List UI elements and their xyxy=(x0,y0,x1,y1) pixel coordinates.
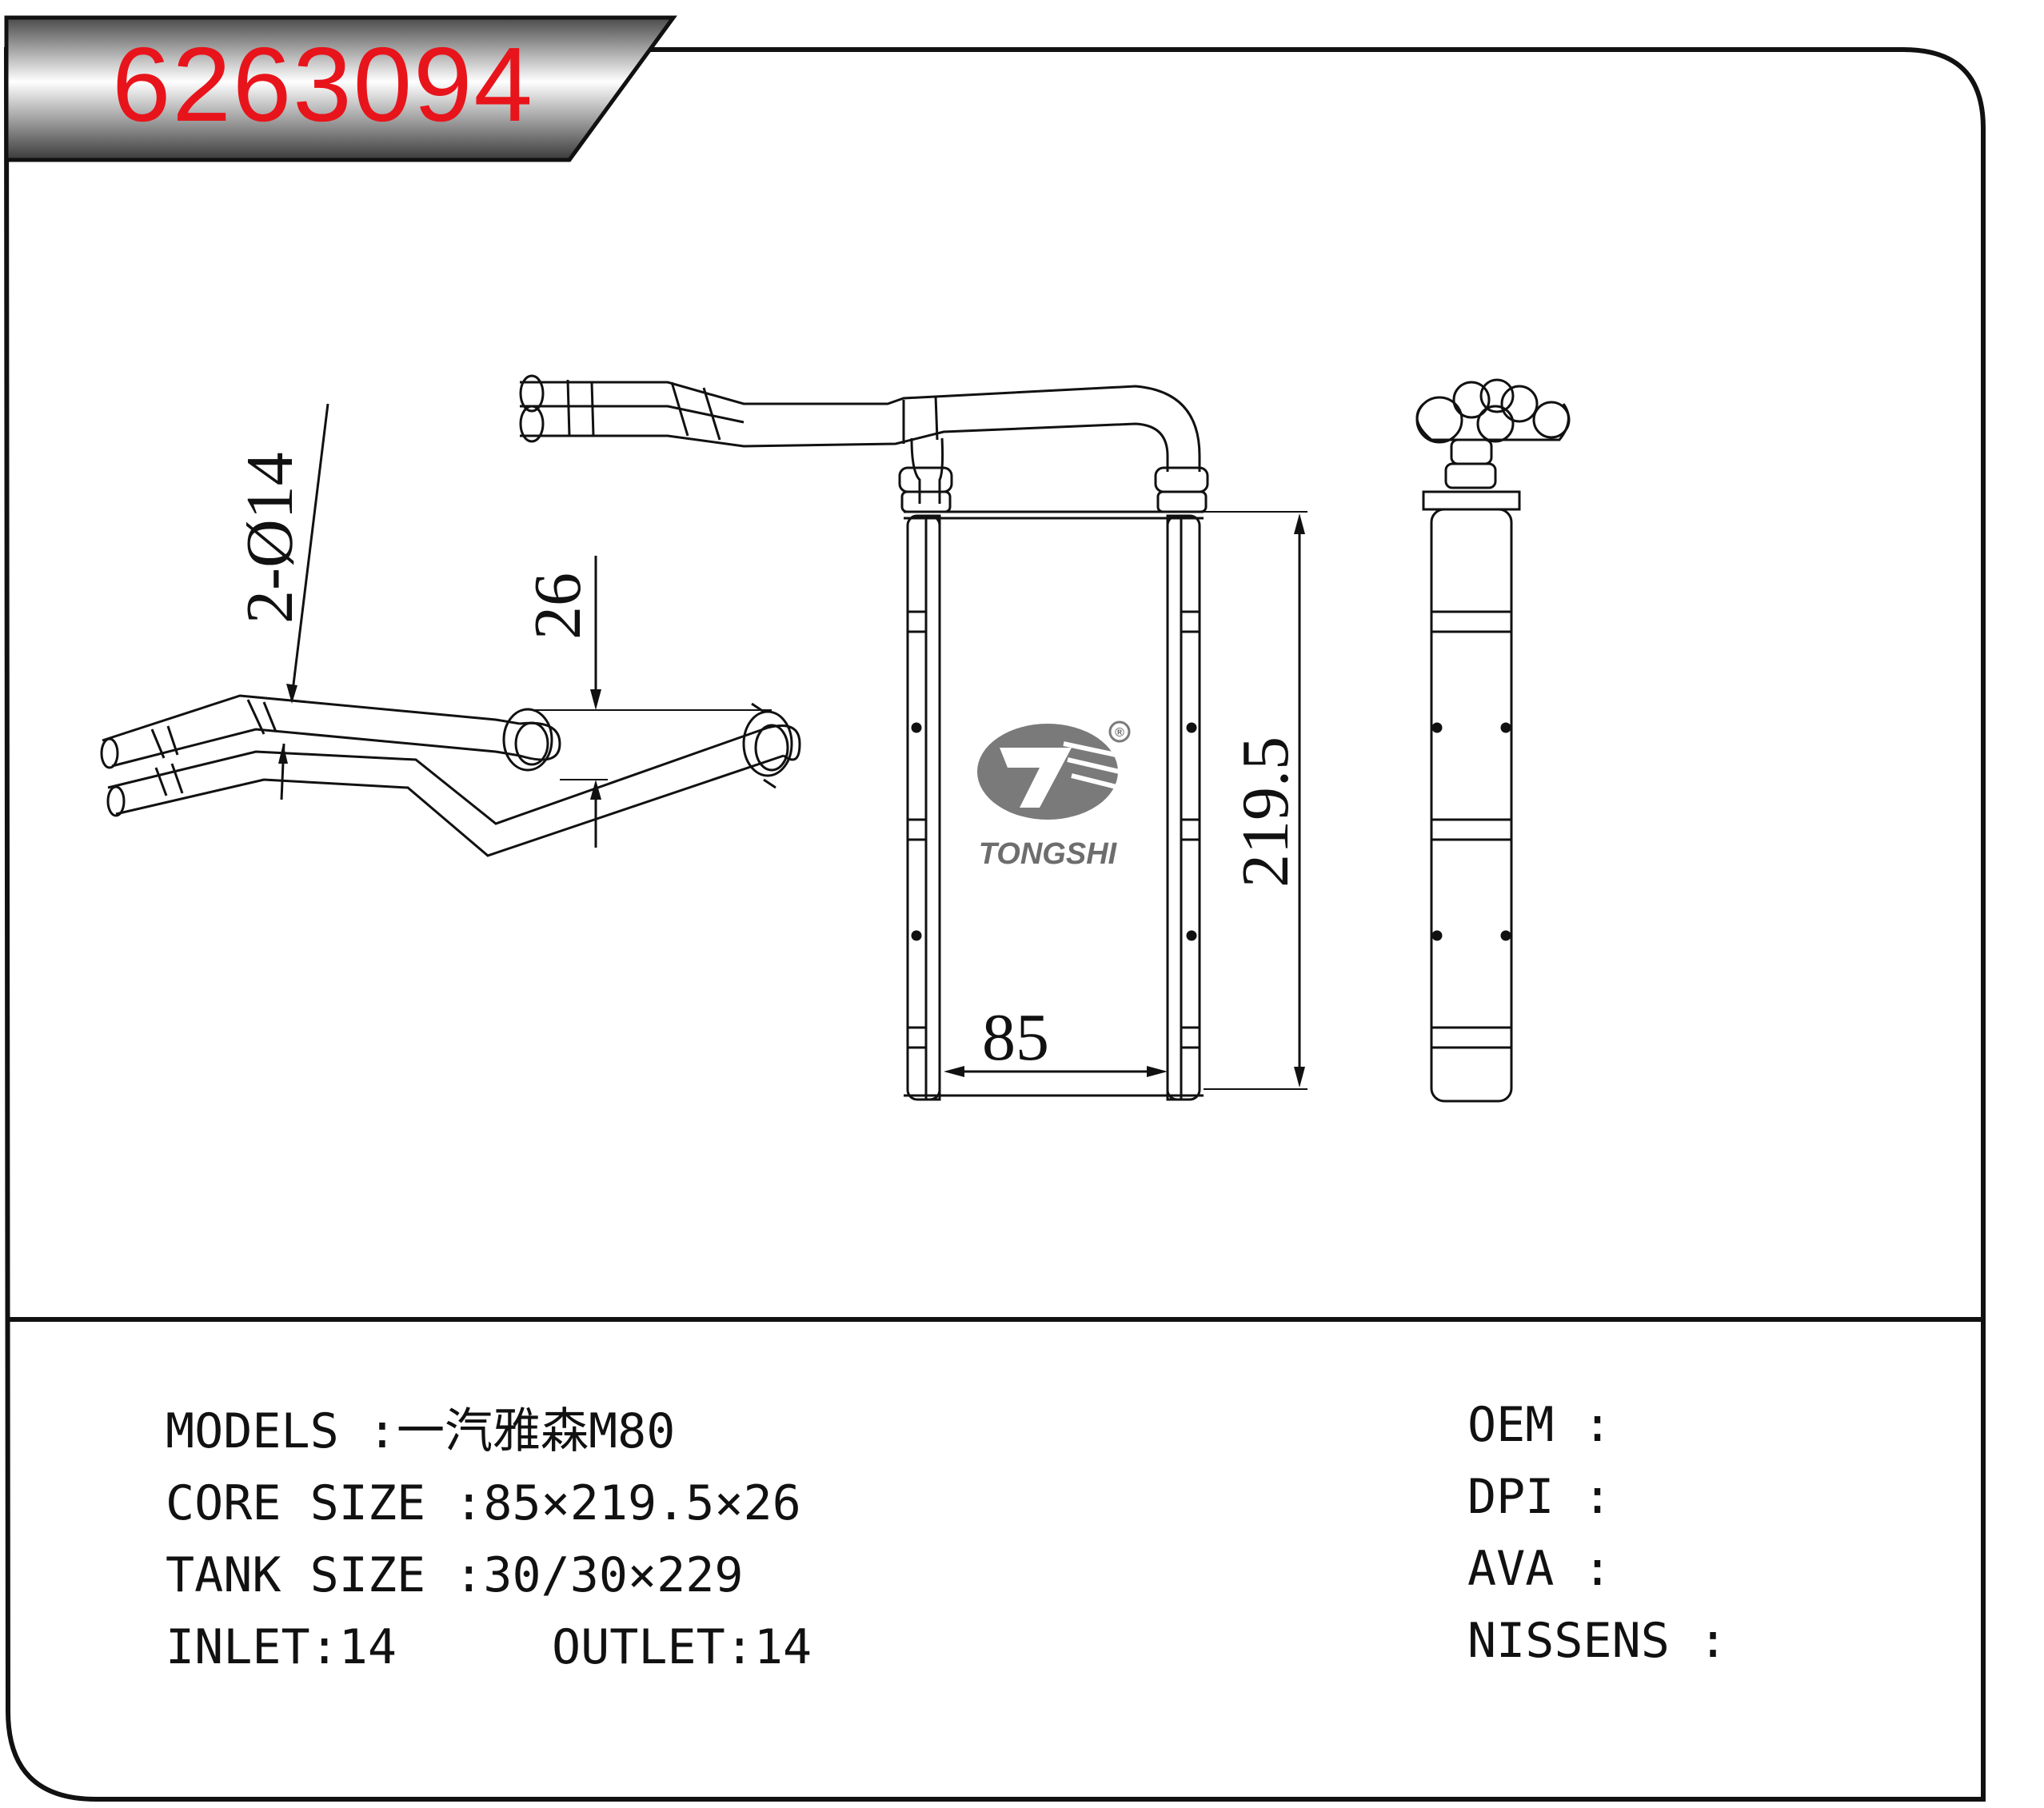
spec-core-size-label: CORE SIZE : xyxy=(166,1475,484,1531)
spec-tank-size: TANK SIZE :30/30×229 xyxy=(166,1551,743,1599)
spec-ava: AVA : xyxy=(1467,1545,1612,1593)
depth-label: 26 xyxy=(521,573,595,640)
spec-models-value: 一汽雅森M80 xyxy=(396,1403,676,1459)
spec-nissens: NISSENS : xyxy=(1467,1617,1727,1665)
spec-ava-label: AVA : xyxy=(1467,1541,1612,1597)
brand-logo: ® TONGSHI xyxy=(977,720,1131,871)
spec-core-size: CORE SIZE :85×219.5×26 xyxy=(166,1479,801,1527)
core-side-view xyxy=(1415,378,1571,1103)
spec-inlet: INLET:14 xyxy=(166,1623,397,1671)
spec-dpi-label: DPI : xyxy=(1467,1469,1612,1525)
registered-mark: ® xyxy=(1115,726,1124,740)
part-number: 6263094 xyxy=(112,26,534,143)
spec-tank-size-value: 30/30×229 xyxy=(483,1547,744,1603)
spec-models-label: MODELS : xyxy=(166,1403,397,1459)
spec-outlet: OUTLET:14 xyxy=(552,1623,812,1671)
pipe-assembly-view xyxy=(100,694,801,857)
spec-oem-label: OEM : xyxy=(1467,1397,1612,1453)
spec-models: MODELS :一汽雅森M80 xyxy=(166,1407,675,1455)
spec-core-size-value: 85×219.5×26 xyxy=(483,1475,801,1531)
core-front-view xyxy=(519,374,1209,1101)
spec-dpi: DPI : xyxy=(1467,1473,1612,1521)
spec-nissens-label: NISSENS : xyxy=(1467,1613,1728,1669)
spec-oem: OEM : xyxy=(1467,1401,1612,1449)
spec-inlet-value: 14 xyxy=(338,1619,397,1675)
width-label: 85 xyxy=(982,1000,1049,1075)
part-number-tab xyxy=(4,15,677,162)
spec-outlet-value: 14 xyxy=(753,1619,812,1675)
spec-inlet-label: INLET: xyxy=(166,1619,339,1675)
brand-name: TONGSHI xyxy=(979,837,1118,871)
height-label: 219.5 xyxy=(1228,736,1303,888)
tube-diameter-label: 2-Ø14 xyxy=(233,452,307,624)
spec-outlet-label: OUTLET: xyxy=(552,1619,754,1675)
spec-tank-size-label: TANK SIZE : xyxy=(166,1547,484,1603)
